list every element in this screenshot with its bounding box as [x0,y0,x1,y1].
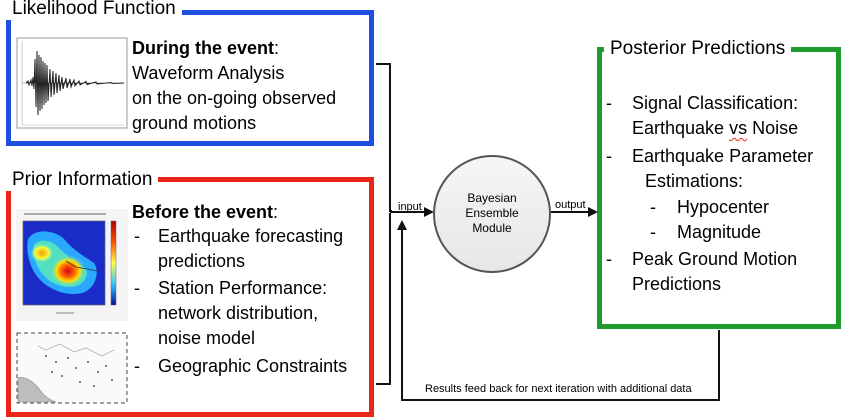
posterior-predictions-title: Posterior Predictions [604,38,792,60]
posterior-bullet-1: - [606,93,612,113]
posterior-sub-bullet-1: - [650,197,656,217]
likelihood-line-3: ground motions [132,113,257,133]
likelihood-function-title: Likelihood Function [6,0,182,20]
likelihood-heading: During the event: [132,36,279,61]
prior-bullet-1: - [134,226,140,246]
output-label: output [555,199,586,211]
posterior-hypocenter: Hypocenter [677,197,770,217]
posterior-bullet-3: - [606,249,612,269]
posterior-item-1-line-1: Signal Classification: [632,93,799,113]
likelihood-line-1: Waveform Analysis [132,63,285,83]
bayesian-ensemble-module-node [433,155,551,273]
posterior-item-3-line-1: Peak Ground Motion [632,249,798,269]
bayesian-ensemble-module-label: Bayesian Ensemble Module [465,191,519,235]
likelihood-function-box [6,10,374,146]
posterior-bullet-2: - [606,146,612,166]
prior-information-box [6,177,374,417]
prior-heading: Before the event: [132,200,278,225]
posterior-vs-word: vs [729,118,748,138]
feedback-label: Results feed back for next iteration wit… [425,383,692,395]
prior-heading-bold: Before the event [132,202,274,222]
waveform-plot-icon [16,37,128,129]
posterior-item-3-line-2: Predictions [632,274,722,294]
posterior-sub-bullet-2: - [650,222,656,242]
prior-item-2-line-3: noise model [158,328,256,348]
posterior-item-2-line-2: Estimations: [645,171,744,191]
prior-item-1-line-2: predictions [158,251,246,271]
posterior-earthquake-word: Earthquake [632,118,725,138]
likelihood-line-2: on the on-going observed [132,88,337,108]
prior-to-input-line [376,213,391,385]
prior-information-title: Prior Information [6,169,159,191]
posterior-magnitude: Magnitude [677,222,762,242]
likelihood-heading-bold: During the event [132,38,275,58]
prior-item-3-line-1: Geographic Constraints [158,356,348,376]
prior-bullet-3: - [134,356,140,376]
prior-item-1-line-1: Earthquake forecasting [158,226,344,246]
likelihood-to-input-line [376,63,392,212]
posterior-noise-word: Noise [752,118,799,138]
geographic-map-icon [16,332,128,404]
prior-item-2-line-2: network distribution, [158,303,319,323]
likelihood-heading-colon: : [274,38,280,58]
input-label: input [398,201,422,213]
feedback-line [397,220,720,401]
posterior-item-1-line-2: Earthquake vs Noise [632,116,798,141]
prior-bullet-2: - [134,278,140,298]
prior-item-2-line-1: Station Performance: [158,278,328,298]
forecast-heatmap-icon [16,209,128,321]
posterior-item-2-line-1: Earthquake Parameter [632,146,814,166]
prior-heading-colon: : [273,202,279,222]
